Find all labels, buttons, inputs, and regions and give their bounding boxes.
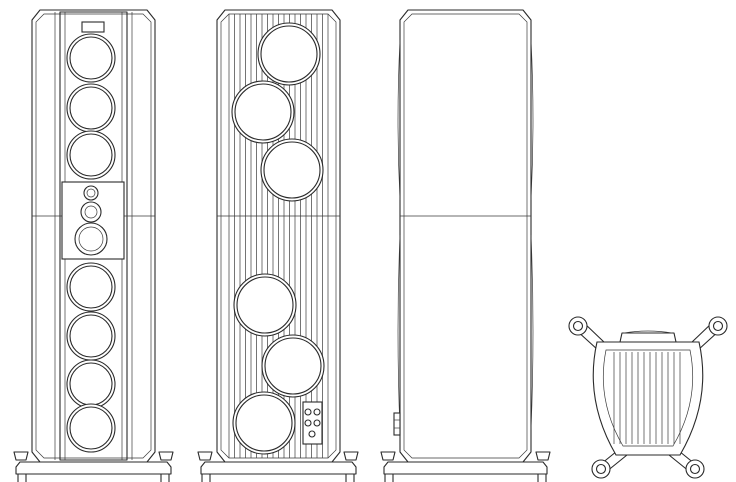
side-foot-left: [380, 451, 396, 482]
rear-view: [197, 9, 359, 482]
front-upper-woofer: [66, 130, 116, 180]
rear-woofer-group: [231, 22, 325, 455]
top-slats: [613, 352, 681, 444]
top-cabinet-outline: [592, 341, 704, 456]
front-foot-right: [158, 451, 174, 482]
front-bevel: [35, 13, 152, 459]
rear-upper-woofer: [257, 22, 321, 86]
front-view: [13, 9, 174, 482]
side-foot-right: [535, 451, 551, 482]
top-view: [568, 316, 728, 479]
side-plinth: [383, 461, 548, 475]
front-lower-woofer: [66, 403, 116, 453]
top-cabinet-inner: [602, 349, 694, 447]
rear-plinth: [200, 461, 357, 475]
top-foot-top-left: [568, 316, 588, 336]
rear-upper-woofer: [231, 80, 295, 144]
front-lower-woofer: [66, 359, 116, 409]
side-view: [380, 9, 551, 482]
top-foot-bottom-right: [685, 459, 705, 479]
side-cabinet-outline: [399, 9, 532, 463]
rear-foot-right: [343, 451, 359, 482]
rear-terminal-plate: [302, 401, 323, 445]
front-lower-woofer: [66, 262, 116, 312]
front-foot-left: [13, 451, 29, 482]
side-curve-right-bottom: [530, 234, 534, 431]
rear-upper-woofer: [260, 138, 324, 202]
rear-lower-woofer: [261, 334, 325, 398]
front-upper-woofer: [66, 33, 116, 83]
front-tweeter-module: [61, 181, 125, 260]
top-foot-top-right: [708, 316, 728, 336]
front-midrange: [74, 222, 108, 256]
front-lower-woofer: [66, 311, 116, 361]
side-curve-left-top: [397, 39, 401, 201]
front-baffle-panel: [59, 11, 128, 461]
top-foot-bottom-left: [591, 459, 611, 479]
front-tweeter: [80, 201, 102, 223]
front-supertweeter: [83, 185, 99, 201]
front-woofer-group: [66, 33, 116, 453]
rear-lower-woofer: [233, 273, 297, 337]
side-curve-left-bottom: [397, 234, 401, 431]
rear-foot-left: [197, 451, 213, 482]
side-bevel: [403, 13, 528, 459]
front-plinth: [15, 461, 172, 475]
side-terminals: [393, 412, 401, 436]
rear-lower-woofer: [232, 391, 296, 455]
front-upper-woofer: [66, 83, 116, 133]
front-logo-badge: [81, 21, 105, 33]
side-curve-right-top: [530, 39, 534, 201]
top-front-rim: [619, 332, 677, 343]
